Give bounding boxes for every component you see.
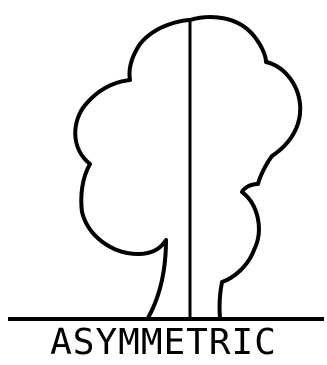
figure-caption: ASYMMETRIC	[0, 321, 327, 365]
tree-canopy-outline	[75, 17, 300, 318]
